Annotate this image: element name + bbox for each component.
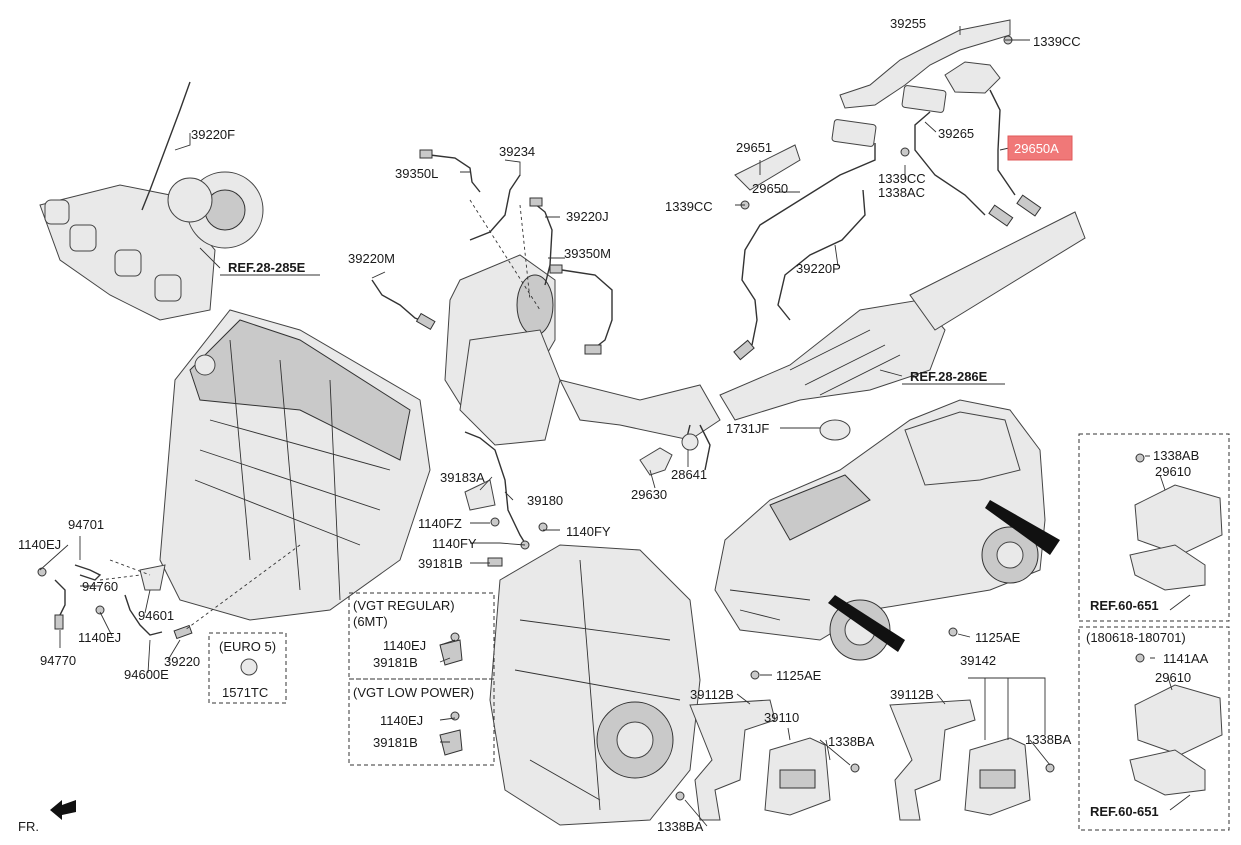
left-sensors [37, 564, 463, 756]
part-39234[interactable]: 39234 [499, 144, 535, 159]
date-range-label: (180618-180701) [1086, 630, 1186, 645]
engine-block [159, 309, 431, 621]
catalyst-assembly [444, 211, 1086, 471]
part-1338BA-b[interactable]: 1338BA [657, 819, 704, 834]
part-39255[interactable]: 39255 [890, 16, 926, 31]
part-1338AB[interactable]: 1338AB [1153, 448, 1199, 463]
part-39220[interactable]: 39220 [164, 654, 200, 669]
part-1125AE-b[interactable]: 1125AE [975, 630, 1021, 645]
vgt-regular-label: (VGT REGULAR) [353, 598, 455, 613]
ecu-module-upper [1129, 453, 1223, 591]
part-1338AC[interactable]: 1338AC [878, 185, 925, 200]
highlight-box [1007, 135, 1073, 161]
part-39110[interactable]: 39110 [764, 710, 799, 725]
part-labels: 39255 1339CC 39265 1339CC 1338AC 29651 2… [18, 16, 1209, 834]
part-1125AE-a[interactable]: 1125AE [776, 668, 822, 683]
part-29650A[interactable]: 29650A [1014, 141, 1059, 156]
part-1141AA[interactable]: 1141AA [1163, 651, 1209, 666]
part-94600E[interactable]: 94600E [124, 667, 169, 682]
part-39220F[interactable]: 39220F [191, 127, 235, 142]
vgt-low-power-box [348, 678, 495, 766]
part-1339CC-top[interactable]: 1339CC [1033, 34, 1081, 49]
part-1140FZ[interactable]: 1140FZ [418, 516, 462, 531]
part-39112B-b[interactable]: 39112B [890, 687, 934, 702]
part-39181B-low[interactable]: 39181B [373, 735, 418, 750]
group-boxes [208, 433, 1230, 831]
part-29651[interactable]: 29651 [736, 140, 772, 155]
front-arrow-icon [50, 800, 76, 820]
part-1339CC-left[interactable]: 1339CC [665, 199, 713, 214]
group-labels: (EURO 5) (VGT REGULAR) (6MT) (VGT LOW PO… [219, 598, 1186, 700]
part-1140FY-right[interactable]: 1140FY [566, 524, 611, 539]
ref-28-285E[interactable]: REF.28-285E [228, 260, 306, 275]
sensor-wires [371, 89, 1042, 549]
ref-28-286E[interactable]: REF.28-286E [910, 369, 988, 384]
leader-lines [39, 26, 1191, 827]
vgt-low-power-label: (VGT LOW POWER) [353, 685, 474, 700]
part-39180[interactable]: 39180 [527, 493, 563, 508]
highlighted-part[interactable]: 29650A [1007, 135, 1073, 161]
part-1140EJ-b[interactable]: 1140EJ [78, 630, 121, 645]
part-39181B[interactable]: 39181B [418, 556, 463, 571]
part-94760[interactable]: 94760 [82, 579, 118, 594]
part-1338BA-a[interactable]: 1338BA [828, 734, 875, 749]
part-39350M[interactable]: 39350M [564, 246, 611, 261]
part-1571TC[interactable]: 1571TC [222, 685, 268, 700]
part-29610-b[interactable]: 29610 [1155, 670, 1191, 685]
part-39265[interactable]: 39265 [938, 126, 974, 141]
ecu-group-a [675, 670, 860, 821]
euro5-box [208, 632, 287, 704]
vehicle [714, 399, 1060, 661]
part-29630[interactable]: 29630 [631, 487, 667, 502]
part-29650[interactable]: 29650 [752, 181, 788, 196]
part-1140EJ-reg[interactable]: 1140EJ [383, 638, 426, 653]
part-94701[interactable]: 94701 [68, 517, 104, 532]
part-94770[interactable]: 94770 [40, 653, 76, 668]
part-39181B-reg[interactable]: 39181B [373, 655, 418, 670]
part-1140EJ-a[interactable]: 1140EJ [18, 537, 61, 552]
part-39350L[interactable]: 39350L [395, 166, 438, 181]
part-1731JF[interactable]: 1731JF [726, 421, 769, 436]
fr-label: FR. [18, 819, 39, 834]
transmission [489, 544, 701, 826]
part-39220J[interactable]: 39220J [566, 209, 609, 224]
six-mt-label: (6MT) [353, 614, 388, 629]
turbo-manifold [39, 81, 264, 321]
part-39183A[interactable]: 39183A [440, 470, 485, 485]
ecu-group-b [889, 627, 1055, 821]
part-39220P[interactable]: 39220P [796, 261, 841, 276]
part-29610-a[interactable]: 29610 [1155, 464, 1191, 479]
part-28641[interactable]: 28641 [671, 467, 707, 482]
part-39220M[interactable]: 39220M [348, 251, 395, 266]
part-39142[interactable]: 39142 [960, 653, 996, 668]
ref-60-651-upper[interactable]: REF.60-651 [1090, 598, 1159, 613]
ecu-module-lower [1129, 653, 1223, 796]
part-94601[interactable]: 94601 [138, 608, 174, 623]
small-parts [464, 419, 851, 567]
ref-60-651-box-lower [1078, 626, 1230, 831]
part-39112B-a[interactable]: 39112B [690, 687, 734, 702]
part-1338BA-c[interactable]: 1338BA [1025, 732, 1072, 747]
front-direction-indicator: FR. [18, 800, 76, 834]
part-1140EJ-low[interactable]: 1140EJ [380, 713, 423, 728]
euro5-label: (EURO 5) [219, 639, 276, 654]
part-1140FY-left[interactable]: 1140FY [432, 536, 477, 551]
upper-right-sensors [734, 19, 1013, 210]
part-1339CC-mid[interactable]: 1339CC [878, 171, 926, 186]
ref-60-651-lower[interactable]: REF.60-651 [1090, 804, 1159, 819]
ref-labels: REF.28-285E REF.28-286E REF.60-651 REF.6… [228, 260, 1159, 819]
